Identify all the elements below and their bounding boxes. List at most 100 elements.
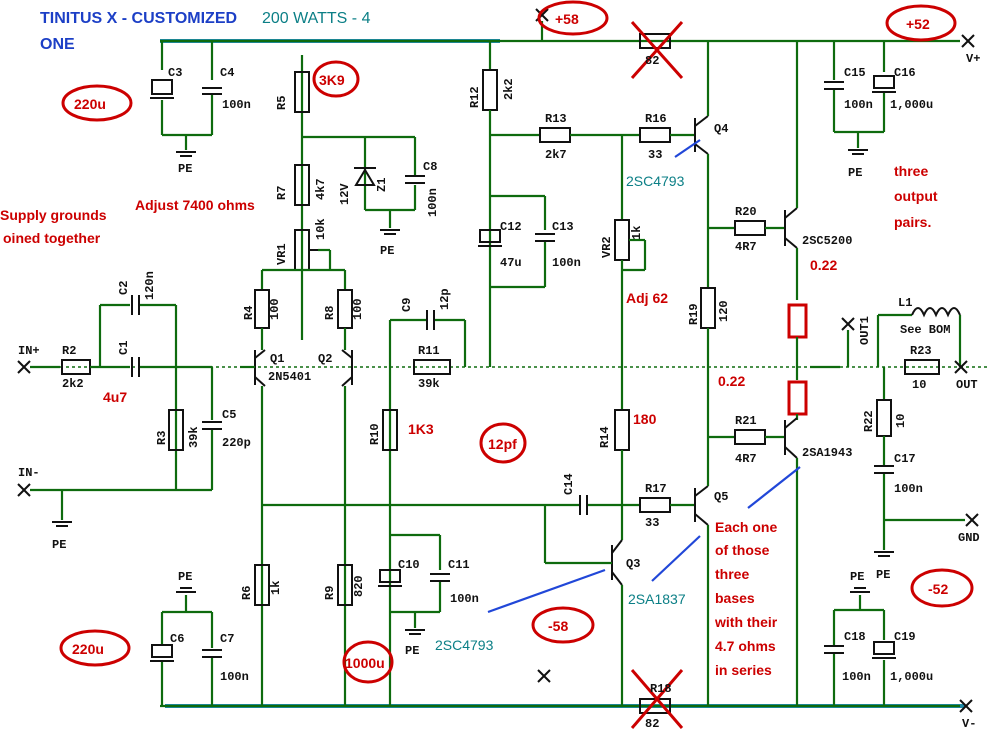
- out1-terminal[interactable]: [841, 317, 855, 331]
- r3k9-oval: [312, 60, 360, 98]
- top-output-type: 2SC5200: [802, 234, 852, 248]
- c14-capacitor: [579, 495, 588, 515]
- q4-transistor: [694, 115, 709, 155]
- r82-bottom-value: 82: [645, 717, 659, 731]
- ground-symbol: [176, 151, 196, 157]
- pe-label: PE: [380, 244, 394, 258]
- r13-resistor: [539, 127, 571, 143]
- c12pf-note: 12pf: [488, 436, 517, 452]
- annotation-arrow: [487, 568, 606, 614]
- svg-text:in series: in series: [715, 662, 772, 678]
- r022-bot-note: 0.22: [718, 373, 745, 389]
- c11-value: 100n: [450, 592, 479, 606]
- c17-value: 100n: [894, 482, 923, 496]
- title-line-1: TINITUS X - CUSTOMIZED: [40, 10, 237, 27]
- r82-bottom-resistor: [639, 698, 671, 714]
- r19-value: 120: [717, 300, 731, 322]
- svg-text:three: three: [715, 566, 749, 582]
- r19-resistor: [700, 287, 716, 329]
- r7-label: R7: [275, 186, 289, 200]
- r6-resistor: [254, 564, 270, 606]
- c6-capacitor: [150, 644, 174, 662]
- r3-label: R3: [155, 431, 169, 445]
- cap1000-oval: [342, 640, 394, 684]
- out-terminal[interactable]: [954, 360, 968, 374]
- emitter-resistor-top: [787, 303, 808, 339]
- minus52-note: -52: [928, 581, 948, 597]
- r17-value: 33: [645, 516, 659, 530]
- ground-symbol: [848, 149, 868, 155]
- c2-value: 120n: [143, 271, 157, 300]
- c7-value: 100n: [220, 670, 249, 684]
- v-minus-terminal[interactable]: [959, 699, 973, 713]
- cap220-bot-note: 220u: [72, 641, 104, 657]
- svg-text:bases: bases: [715, 590, 755, 606]
- c8-label: C8: [423, 160, 437, 174]
- c2-capacitor: [131, 295, 140, 315]
- r20-resistor: [734, 220, 766, 236]
- watts-label: 200 WATTS - 4: [262, 10, 371, 27]
- q3-transistor: [611, 539, 623, 586]
- r2-value: 2k2: [62, 377, 84, 391]
- r7-resistor: [294, 164, 310, 206]
- vplus58-note: +58: [555, 11, 579, 27]
- c15-label: C15: [844, 66, 866, 80]
- c5-label: C5: [222, 408, 236, 422]
- pe-label: PE: [178, 570, 192, 584]
- q2-label: Q2: [318, 352, 332, 366]
- three-output-3: pairs.: [894, 214, 931, 230]
- ground-symbol: [850, 587, 870, 593]
- vr2-pot: [614, 219, 630, 261]
- pe-label: PE: [405, 644, 419, 658]
- c9-label: C9: [400, 298, 414, 312]
- c18-value: 100n: [842, 670, 871, 684]
- r022-top-note: 0.22: [810, 257, 837, 273]
- c2-label: C2: [117, 281, 131, 295]
- minus52-oval: [910, 568, 974, 608]
- r7-value: 4k7: [314, 178, 328, 200]
- c7-capacitor: [202, 649, 222, 658]
- c19-capacitor: [872, 641, 896, 659]
- r12-resistor: [482, 69, 498, 111]
- plus58-oval: [537, 0, 609, 36]
- c13-value: 100n: [552, 256, 581, 270]
- c14-label: C14: [562, 473, 576, 495]
- c12-capacitor: [478, 229, 502, 247]
- ground-symbol: [380, 229, 400, 235]
- three-output-2: output: [894, 188, 938, 204]
- in-minus-terminal[interactable]: [17, 483, 31, 497]
- c16-value: 1,000u: [890, 98, 933, 112]
- c12-label: C12: [500, 220, 522, 234]
- top-output-transistor: [784, 207, 798, 249]
- c13-capacitor: [535, 233, 555, 242]
- gnd-terminal[interactable]: [965, 513, 979, 527]
- bottom-output-type: 2SA1943: [802, 446, 852, 460]
- c17-capacitor: [874, 465, 894, 474]
- in-minus-label: IN-: [18, 466, 40, 480]
- in-plus-terminal[interactable]: [17, 360, 31, 374]
- c9-value: 12p: [438, 288, 452, 310]
- c3-capacitor: [150, 79, 174, 99]
- q3-type: 2SC4793: [435, 637, 494, 653]
- q5-transistor: [694, 485, 709, 526]
- c3-label: C3: [168, 66, 182, 80]
- annotation-arrow: [674, 139, 701, 158]
- r8-label: R8: [323, 306, 337, 320]
- r10-resistor: [382, 409, 398, 451]
- v-plus-terminal[interactable]: [961, 34, 975, 48]
- c4-value: 100n: [222, 98, 251, 112]
- gnd-label: GND: [958, 531, 980, 545]
- c9-capacitor: [426, 310, 435, 330]
- ground-symbol: [176, 587, 196, 593]
- r14-label: R14: [598, 426, 612, 448]
- r11-value: 39k: [418, 377, 440, 391]
- ground-symbol: [874, 551, 894, 557]
- r22-value: 10: [894, 414, 908, 428]
- r17-resistor: [639, 497, 671, 513]
- c17-label: C17: [894, 452, 916, 466]
- c19-value: 1,000u: [890, 670, 933, 684]
- pe-label: PE: [876, 568, 890, 582]
- r2-label: R2: [62, 344, 76, 358]
- grounds-note-1: Supply grounds: [0, 207, 107, 223]
